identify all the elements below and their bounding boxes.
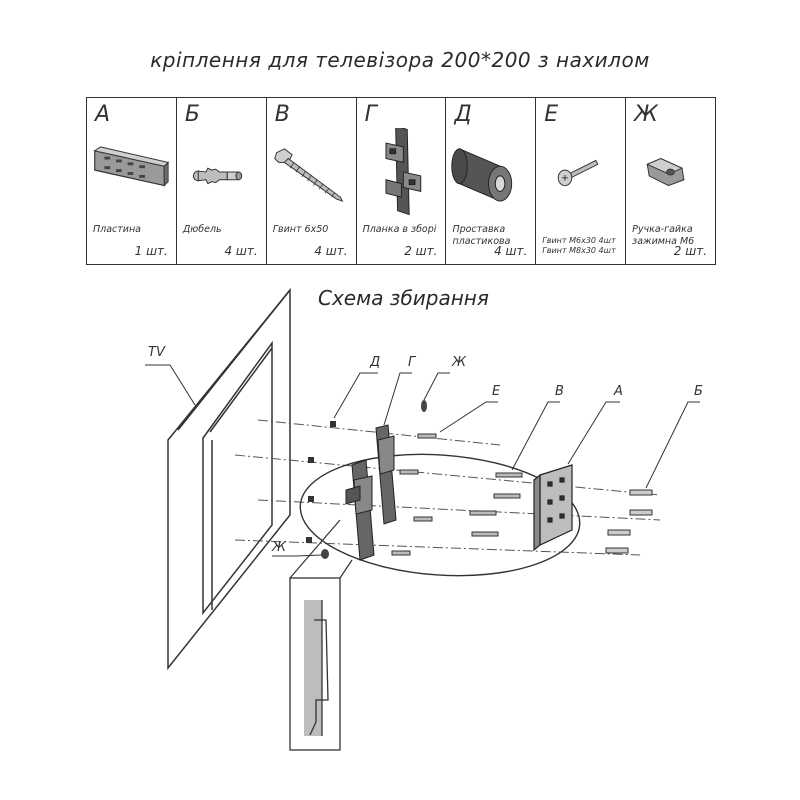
label-v: В xyxy=(555,384,564,399)
spacer-marks xyxy=(306,421,336,543)
part-letter: Ж xyxy=(634,102,658,127)
part-cell-v: В Гвинт 6х50 4 шт. xyxy=(267,98,357,264)
label-d: Д xyxy=(370,355,381,370)
detail-ellipse xyxy=(299,453,581,577)
label-g: Г xyxy=(408,355,416,370)
part-name: Проставка пластикова xyxy=(452,224,511,247)
scheme-title: Схема збирання xyxy=(318,286,489,310)
part-letter: А xyxy=(95,102,111,127)
bracket-icon xyxy=(385,128,421,216)
part-letter: Г xyxy=(364,102,377,127)
screw-marks xyxy=(469,472,523,537)
detail-callout xyxy=(289,519,353,579)
parts-table: А Пластина 1 шт. Б Дюбель 4 шт xyxy=(86,97,716,265)
part-qty: 4 шт. xyxy=(314,244,348,258)
spacer-icon xyxy=(451,148,513,202)
part-qty: 2 шт. xyxy=(673,244,708,258)
part-cell-zh: Ж Ручка-гайка зажимна М6 2 шт. xyxy=(626,98,715,264)
detail-inset xyxy=(289,577,341,751)
part-cell-e: Е Гвинт М6х30 4шт Гвинт М8х30 4шт xyxy=(536,98,627,264)
part-letter: Д xyxy=(454,102,472,127)
part-cell-d: Д Проставка пластикова 4 шт. xyxy=(446,98,537,264)
part-name: Планка в зборі xyxy=(362,224,437,235)
part-cell-a: А Пластина 1 шт. xyxy=(87,98,177,264)
label-b: Б xyxy=(694,384,703,399)
part-name: Дюбель xyxy=(182,224,222,235)
wing-nut-icon xyxy=(646,157,685,187)
part-qty: 2 шт. xyxy=(404,244,438,258)
dowel-marks xyxy=(605,489,653,554)
label-a: А xyxy=(614,384,623,399)
bracket-assembly xyxy=(345,424,397,561)
part-qty: 4 шт. xyxy=(224,244,258,258)
page-title: кріплення для телевізора 200*200 з нахил… xyxy=(150,48,650,72)
part-letter: В xyxy=(274,102,290,127)
label-zh-top: Ж xyxy=(452,355,467,370)
part-qty: 1 шт. xyxy=(134,244,168,258)
bolt-marks xyxy=(391,433,437,556)
screw-icon xyxy=(273,148,344,202)
label-zh-bottom: Ж xyxy=(272,540,287,555)
axis-lines xyxy=(234,419,661,556)
part-letter: Е xyxy=(544,102,559,127)
part-cell-b: Б Дюбель 4 шт. xyxy=(177,98,267,264)
part-cell-g: Г Планка в зборі 2 шт. xyxy=(357,98,447,264)
plate-icon xyxy=(93,146,170,187)
tv-panel xyxy=(167,287,291,671)
part-name: Гвинт М6х30 4шт Гвинт М8х30 4шт xyxy=(542,236,616,255)
bolt-icon xyxy=(558,159,599,187)
wing-nut-marks xyxy=(321,400,427,559)
dowel-icon xyxy=(192,167,243,185)
part-name: Ручка-гайка зажимна М6 xyxy=(632,224,695,247)
part-name: Гвинт 6х50 xyxy=(272,224,329,235)
label-tv: TV xyxy=(148,345,165,360)
leader-lines xyxy=(145,364,700,557)
part-letter: Б xyxy=(184,102,200,127)
wall-plate xyxy=(533,464,573,552)
part-qty: 4 шт. xyxy=(494,244,528,258)
part-name: Пластина xyxy=(93,224,142,235)
label-e: Е xyxy=(492,384,501,399)
